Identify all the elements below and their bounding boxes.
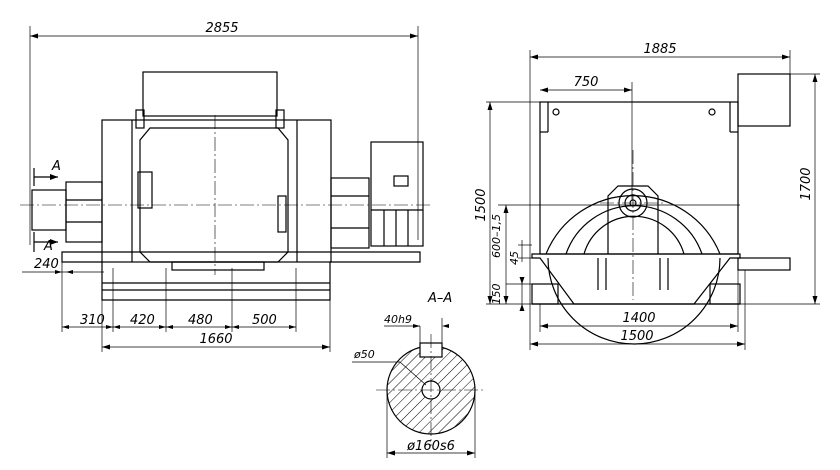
- dim-150-label: 150: [490, 284, 503, 305]
- side-view: 1885 750: [474, 42, 820, 350]
- dim-600-label: 600–1,5: [490, 214, 503, 258]
- dim-45-label: 45: [508, 251, 521, 265]
- dim-1660-label: 1660: [199, 332, 232, 347]
- dim-1500v-label: 1500: [474, 188, 489, 221]
- dim-500-label: 500: [252, 313, 277, 328]
- dim-1885: 1885: [529, 42, 791, 350]
- baseplate: [61, 251, 421, 301]
- dim-shaft-dia: ø160s6: [386, 392, 476, 458]
- dim-420-label: 420: [130, 313, 155, 328]
- dim-600: 600–1,5: [490, 205, 509, 304]
- dim-1700: 1700: [740, 73, 820, 305]
- dim-45: 45: [508, 240, 532, 265]
- dim-2855: 2855: [29, 21, 419, 245]
- section-a-a: A–A 40h9 ø50 ø160s6: [352, 291, 486, 458]
- dim-1500-base: 1500: [530, 270, 746, 350]
- dim-150: 150: [490, 277, 532, 311]
- key-width-label: 40h9: [384, 313, 412, 326]
- dim-bore: ø50: [352, 348, 427, 386]
- section-mark-top: A: [51, 159, 61, 174]
- dim-2855-label: 2855: [205, 21, 238, 36]
- section-title: A–A: [427, 291, 452, 306]
- section-mark-bottom: A: [43, 239, 53, 254]
- lower-housing: [531, 253, 741, 305]
- bore-dia-label: ø50: [353, 348, 375, 361]
- dim-310-label: 310: [80, 313, 105, 328]
- dim-750: 750: [540, 75, 633, 200]
- dim-240: 240: [22, 257, 104, 274]
- side-view-frame: [539, 101, 739, 255]
- dim-1885-label: 1885: [643, 42, 676, 57]
- shaft-end: [31, 189, 67, 231]
- section-marker-a: A A: [33, 159, 61, 254]
- dim-chain-bottom: 310 420 480 500: [62, 313, 296, 329]
- dim-1400-label: 1400: [622, 311, 655, 326]
- stator-body: [139, 127, 289, 263]
- side-view-terminal-box: [737, 73, 791, 127]
- shaft-dia-label: ø160s6: [406, 439, 455, 454]
- dim-1700-label: 1700: [799, 167, 814, 200]
- side-terminal-box: [370, 141, 424, 247]
- front-view: 2855: [20, 21, 430, 352]
- dim-750-label: 750: [574, 75, 599, 90]
- dim-1400: 1400: [539, 270, 739, 332]
- dim-1500b-label: 1500: [620, 329, 653, 344]
- dim-1660: 1660: [102, 332, 330, 350]
- top-terminal-box: [142, 71, 278, 117]
- dim-1500-vertical: 1500: [474, 101, 540, 305]
- dim-240-label: 240: [34, 257, 59, 272]
- side-baseplate: [531, 283, 559, 305]
- dim-480-label: 480: [188, 313, 213, 328]
